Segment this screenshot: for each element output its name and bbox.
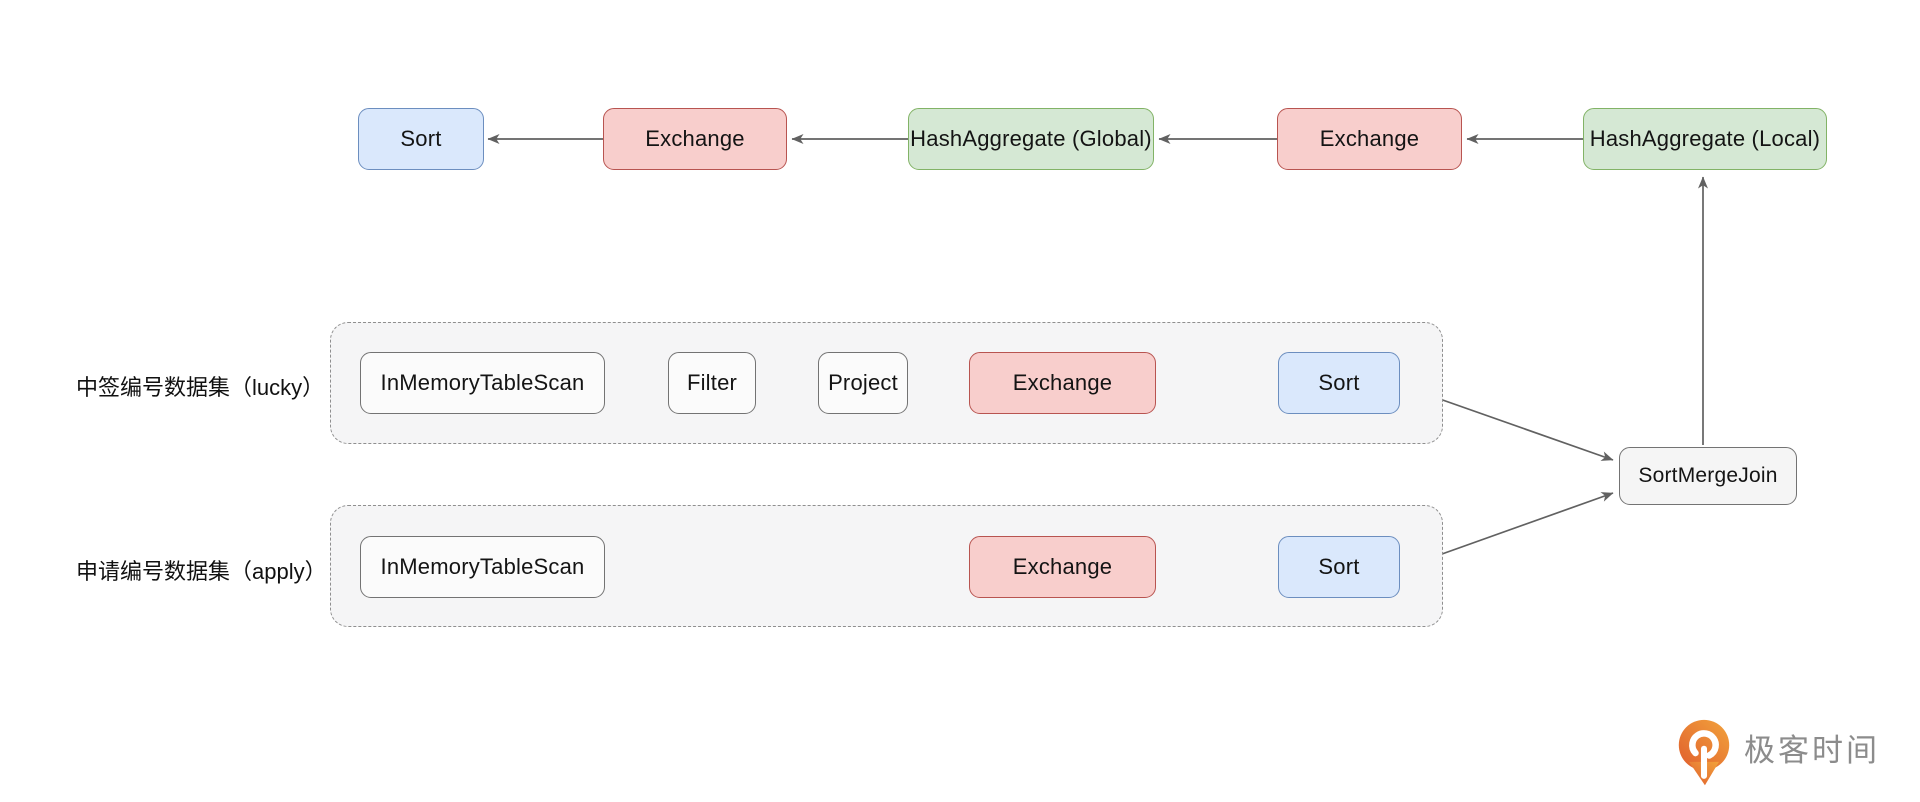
node-apply-inmemorytablescan: InMemoryTableScan [360,536,605,598]
node-apply-sort: Sort [1278,536,1400,598]
node-lucky-inmemorytablescan: InMemoryTableScan [360,352,605,414]
node-exchange-2: Exchange [1277,108,1462,170]
node-lucky-filter: Filter [668,352,756,414]
node-lucky-exchange: Exchange [969,352,1156,414]
node-lucky-sort: Sort [1278,352,1400,414]
geektime-logo-icon [1678,719,1730,786]
node-sortmergejoin: SortMergeJoin [1619,447,1797,505]
node-hashaggregate-global: HashAggregate (Global) [908,108,1154,170]
node-exchange-1: Exchange [603,108,787,170]
node-lucky-project: Project [818,352,908,414]
node-hashaggregate-local: HashAggregate (Local) [1583,108,1827,170]
node-apply-exchange: Exchange [969,536,1156,598]
apply-dataset-label: 申请编号数据集（apply） [76,559,327,584]
geektime-logo: 极客时间 [1676,718,1880,788]
geektime-logo-text: 极客时间 [1744,732,1880,768]
node-sort-final: Sort [358,108,484,170]
lucky-dataset-label: 中签编号数据集（lucky） [76,375,325,400]
